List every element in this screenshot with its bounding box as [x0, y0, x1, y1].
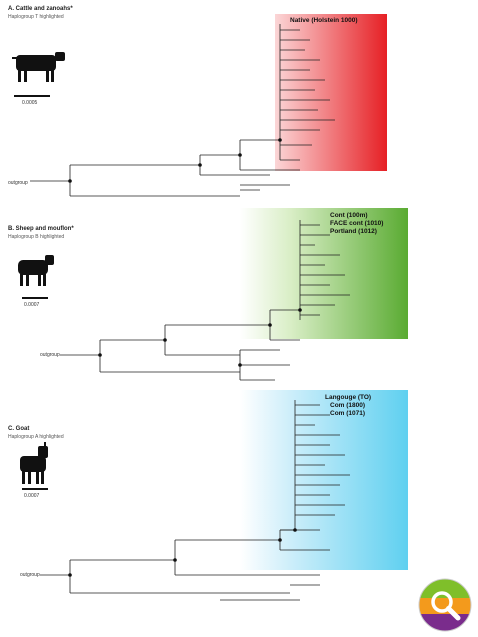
panel-a-branches	[30, 24, 335, 197]
magnifier-icon	[418, 578, 472, 632]
panel-b-highlight	[240, 208, 408, 339]
panel-b-scalebar	[22, 297, 48, 299]
panel-b-scale: 0.0007	[24, 302, 40, 308]
panel-b-outgroup: outgroup	[40, 352, 60, 358]
panel-b-title: B. Sheep and mouflon*	[8, 226, 74, 232]
panel-a: A. Cattle and zanoahs* Haplogroup T high…	[0, 0, 478, 200]
panel-a-subtitle: Haplogroup T highlighted	[8, 14, 64, 20]
panel-a-tree	[12, 14, 387, 197]
panel-b-clade-label-3: Portland (1012)	[330, 228, 377, 235]
panel-c-nodes	[68, 528, 297, 577]
panel-c-clade-label-3: Com (1071)	[330, 410, 366, 417]
panel-a-nodes	[68, 138, 282, 183]
panel-c-subtitle: Haplogroup A highlighted	[8, 434, 64, 440]
panel-c-clade-label-1: Langouge (TO)	[325, 394, 372, 401]
panel-c-scalebar	[22, 488, 48, 490]
panel-b-tree	[18, 208, 408, 381]
panel-c-title: C. Goat	[8, 426, 30, 432]
panel-c-scale: 0.0007	[24, 493, 40, 499]
panel-b-nodes	[98, 308, 302, 367]
panel-b-subtitle: Haplogroup B highlighted	[8, 234, 65, 240]
panel-c-highlight	[240, 390, 408, 570]
sheep-icon	[18, 255, 54, 286]
panel-a-scale: 0.0005	[22, 100, 38, 106]
panel-c-clade-label-2: Com (1800)	[330, 402, 366, 409]
panel-a-outgroup: outgroup	[8, 180, 28, 186]
panel-a-highlight	[275, 14, 387, 171]
panel-c-outgroup: outgroup	[20, 572, 40, 578]
cow-icon	[12, 52, 65, 82]
panel-b: B. Sheep and mouflon* Haplogroup B highl…	[0, 200, 478, 390]
panel-b-clade-label-1: Cont (100m)	[330, 212, 368, 219]
panel-a-clade-label: Native (Holstein 1000)	[290, 17, 358, 24]
panel-a-title: A. Cattle and zanoahs*	[8, 6, 73, 12]
goat-icon	[20, 442, 48, 484]
panel-a-scalebar	[14, 95, 50, 97]
zoom-button[interactable]	[418, 578, 472, 632]
panel-b-clade-label-2: FACE cont (1010)	[330, 220, 384, 227]
panel-c: C. Goat Haplogroup A highlighted	[0, 390, 478, 610]
panel-c-tree	[20, 390, 408, 601]
